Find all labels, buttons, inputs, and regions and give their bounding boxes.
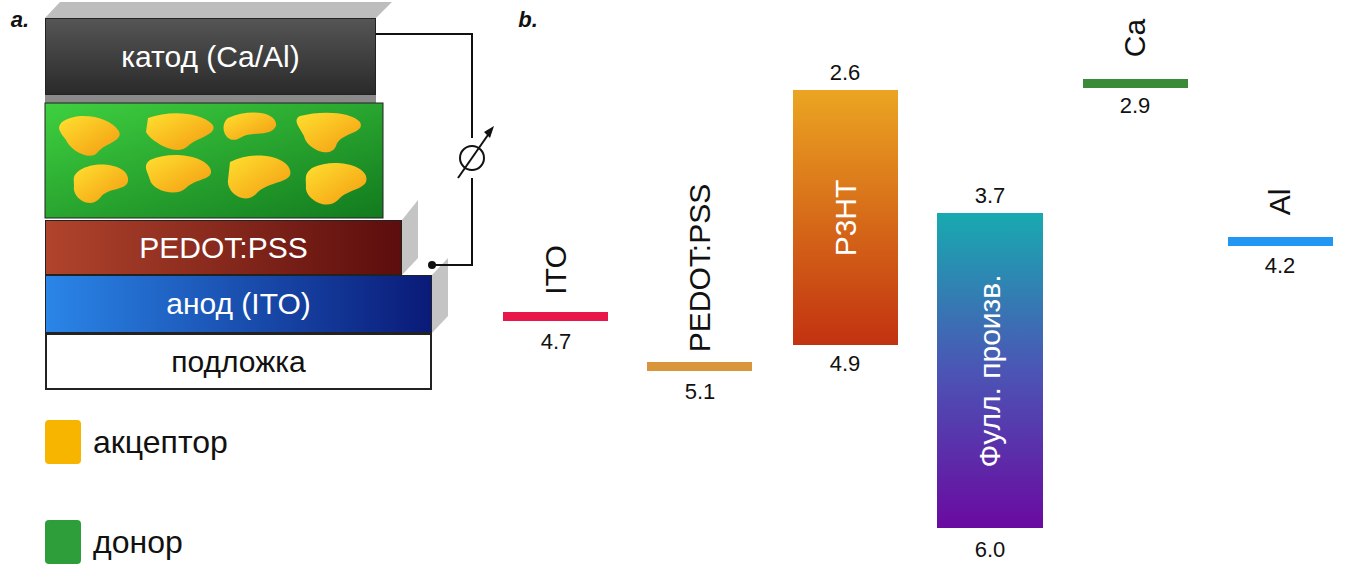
material-name: Al bbox=[1265, 189, 1295, 216]
meter-symbol bbox=[458, 126, 494, 178]
ca-level bbox=[1083, 79, 1188, 88]
contact-dot bbox=[428, 261, 436, 269]
legend-swatch bbox=[45, 420, 81, 464]
legend-entry: донор bbox=[45, 520, 183, 564]
panel-letter: b. bbox=[518, 9, 538, 31]
layer-edge bbox=[432, 258, 448, 333]
active-layer bbox=[45, 103, 383, 218]
pedot-level bbox=[647, 362, 752, 371]
legend-text: акцептор bbox=[93, 424, 228, 461]
substrate-layer: подложка bbox=[45, 333, 432, 390]
layer-edge bbox=[402, 200, 418, 275]
layer-label: Фулл. произв. bbox=[973, 274, 1007, 467]
p3ht-bar: P3HT bbox=[793, 90, 898, 345]
layer-label: катод (Ca/Al) bbox=[121, 40, 299, 74]
energy-value: 5.1 bbox=[685, 381, 716, 403]
legend-swatch bbox=[45, 520, 81, 564]
layer-label: P3HT bbox=[829, 179, 863, 256]
pedot-layer: PEDOT:PSS bbox=[45, 220, 402, 275]
energy-value: 4.2 bbox=[1265, 255, 1296, 277]
material-name: PEDOT:PSS bbox=[685, 184, 715, 352]
anode-layer: анод (ITO) bbox=[45, 275, 432, 333]
layer-label: PEDOT:PSS bbox=[139, 231, 307, 265]
energy-value: 2.6 bbox=[830, 62, 861, 84]
material-name: Ca bbox=[1120, 19, 1150, 57]
layer-label: подложка bbox=[171, 345, 306, 379]
energy-value: 3.7 bbox=[975, 185, 1006, 207]
acceptor-domains bbox=[59, 112, 366, 204]
interlayer bbox=[45, 95, 376, 103]
al-level bbox=[1228, 237, 1333, 246]
legend-text: донор bbox=[93, 524, 183, 561]
energy-value: 6.0 bbox=[975, 539, 1006, 561]
material-name: ITO bbox=[541, 245, 571, 294]
panel-letter: a. bbox=[11, 9, 29, 31]
ito-level bbox=[503, 312, 608, 321]
layer-label: анод (ITO) bbox=[166, 287, 311, 321]
energy-value: 2.9 bbox=[1120, 95, 1151, 117]
cathode-layer: катод (Ca/Al) bbox=[45, 18, 376, 95]
layer-top bbox=[45, 2, 392, 18]
fullerene-bar: Фулл. произв. bbox=[937, 213, 1043, 528]
energy-value: 4.9 bbox=[830, 353, 861, 375]
energy-value: 4.7 bbox=[541, 331, 572, 353]
legend-entry: акцептор bbox=[45, 420, 228, 464]
